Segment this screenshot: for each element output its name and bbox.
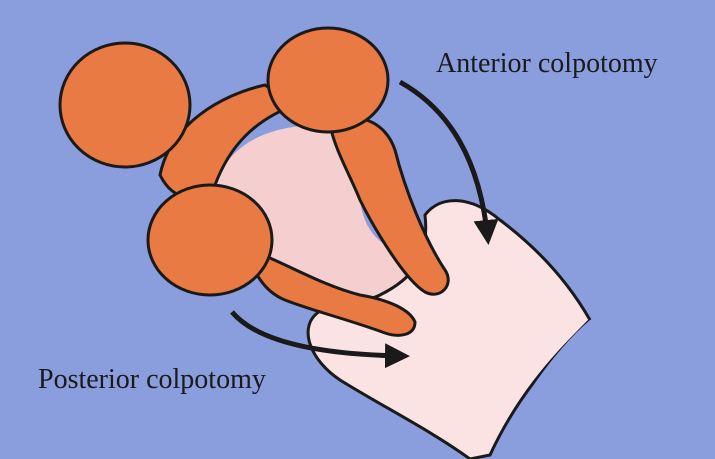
ovary-left-upper [60, 43, 190, 167]
ovary-lower [148, 185, 272, 295]
ovary-right-upper [268, 28, 388, 132]
anterior-colpotomy-label: Anterior colpotomy [436, 50, 658, 78]
posterior-colpotomy-label: Posterior colpotomy [38, 366, 266, 394]
